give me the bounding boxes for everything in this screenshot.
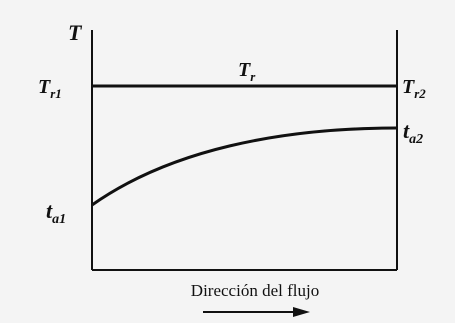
- cold-outlet-label: ta2: [403, 118, 423, 147]
- hot-fluid-label: Tr: [238, 59, 256, 84]
- hot-inlet-label: Tr1: [38, 76, 62, 101]
- flow-direction-label: Dirección del flujo: [191, 281, 319, 300]
- flow-direction-arrow-head: [293, 307, 310, 317]
- axis-label-t: T: [68, 20, 83, 45]
- cold-inlet-label: ta1: [46, 198, 66, 227]
- cold-fluid-curve: [91, 126, 398, 207]
- hot-outlet-label: Tr2: [402, 76, 426, 101]
